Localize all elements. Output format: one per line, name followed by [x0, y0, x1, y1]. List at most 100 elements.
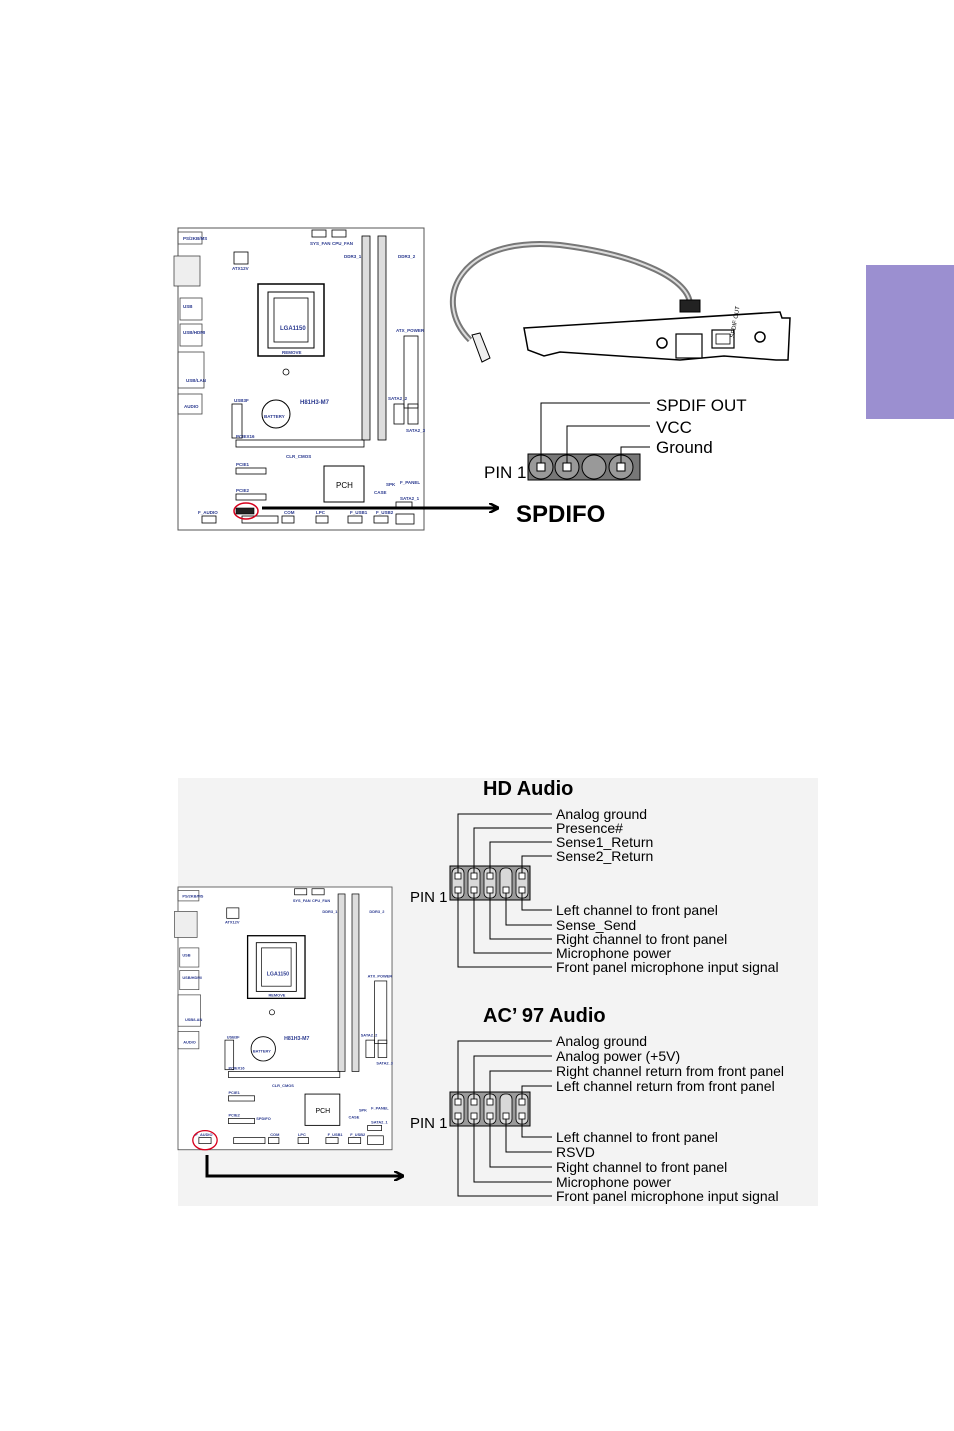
mb-label: ATX_POWER — [368, 973, 393, 978]
hd-label: Front panel microphone input signal — [556, 959, 779, 975]
pin-label-vcc: VCC — [656, 418, 692, 437]
mb-label: SPK — [386, 482, 396, 487]
spdifo-highlight — [233, 502, 259, 520]
mb-label: DDR3_2 — [369, 909, 385, 914]
ac97-label: Left channel return from front panel — [556, 1078, 775, 1094]
f-audio-arrow — [205, 1155, 402, 1176]
mb-label: F_USB2 — [350, 1132, 366, 1137]
hd-audio-title: HD Audio — [483, 778, 573, 800]
mb-label: SYS_FAN — [293, 898, 311, 903]
mb-label: PS/2KB/MS — [183, 236, 207, 241]
mb-label: USB — [182, 953, 190, 958]
mb-label: REMOVE — [282, 350, 302, 355]
mb-label: BATTERY — [253, 1048, 271, 1053]
mb-label: PS/2KB/MS — [182, 893, 203, 898]
ac97-label: Right channel to front panel — [556, 1159, 727, 1175]
ac97-pin1-label: PIN 1 — [410, 1115, 448, 1132]
bracket-text: SPDIF OUT — [730, 305, 742, 338]
mb-label: PCH — [315, 1108, 330, 1115]
mb-label: DDR3_2 — [398, 254, 416, 259]
hd-label: Right channel to front panel — [556, 931, 727, 947]
mb-label: F_PANEL — [400, 480, 420, 485]
mb-label: COM — [284, 510, 295, 515]
spdif-bracket-illustration: SPDIF OUT — [450, 240, 791, 363]
mb-label: F_USB2 — [376, 510, 394, 515]
ac97-audio-title: AC’ 97 Audio — [483, 1005, 606, 1027]
mb-label: PCIE1 — [236, 462, 250, 467]
mb-label: SYS_FAN — [310, 241, 331, 246]
mb-label: AUDIO — [183, 1040, 196, 1045]
hd-label: Microphone power — [556, 945, 672, 961]
mb-label: CASE — [374, 490, 387, 495]
mb-label: REMOVE — [268, 993, 285, 998]
ac97-label: Analog ground — [556, 1033, 647, 1049]
mb-label: LGA1150 — [280, 326, 306, 332]
mb-label: USB — [183, 304, 193, 309]
hd-label: Sense_Send — [556, 917, 636, 933]
mb-label: F_AUDIO — [198, 510, 218, 515]
hd-label: Sense1_Return — [556, 834, 653, 850]
mb-label: SATA2_3 — [406, 428, 426, 433]
side-tab — [866, 265, 954, 419]
hd-label: Sense2_Return — [556, 848, 653, 864]
ac97-label: Microphone power — [556, 1174, 672, 1190]
mb-label: F_USB1 — [350, 510, 368, 515]
mb-label: USB/HDMI — [183, 330, 205, 335]
ac97-audio-pin-header — [449, 1040, 552, 1197]
mb-label: LPC — [316, 510, 326, 515]
mb-label: PCIE2 — [228, 1113, 240, 1118]
mb-label: PCH — [336, 481, 353, 490]
pin-label-spdif-out: SPDIF OUT — [656, 396, 747, 415]
mb-label: H81H3-M7 — [284, 1036, 309, 1042]
mb-label: CPU_FAN — [312, 898, 330, 903]
mb-label: SPK — [359, 1107, 367, 1112]
hd-audio-pin-header — [449, 813, 552, 968]
ac97-label: Analog power (+5V) — [556, 1048, 680, 1064]
mb-label: BATTERY — [264, 414, 285, 419]
mb-label: DDR3_1 — [344, 254, 362, 259]
spdifo-title: SPDIFO — [516, 501, 605, 528]
mb-label: ATX12V — [225, 920, 240, 925]
mb-label: CASE — [349, 1114, 360, 1119]
mb-label: SATA2_1 — [400, 496, 420, 501]
mb-label: SATA2_2 — [388, 396, 408, 401]
mb-label: SATA2_1 — [371, 1120, 388, 1125]
mb-label: ATX12V — [232, 266, 249, 271]
mb-label: SATA2_3 — [376, 1060, 393, 1065]
mb-label: H81H3-M7 — [300, 400, 330, 406]
mb-label: PCIEX16 — [228, 1066, 245, 1071]
mb-label: CLR_CMOS — [286, 454, 311, 459]
ac97-label: Right channel return from front panel — [556, 1063, 784, 1079]
pin-label-ground: Ground — [656, 438, 713, 457]
mb-label: AUDIO — [184, 404, 199, 409]
f-audio-highlight — [192, 1129, 218, 1151]
mb-label: CLR_CMOS — [272, 1083, 294, 1088]
mb-label: COM — [270, 1132, 279, 1137]
mb-label: PCIEX16 — [236, 434, 255, 439]
hd-label: Analog ground — [556, 806, 647, 822]
mb-label: F_USB1 — [328, 1132, 344, 1137]
mb-label: USB/LAN — [186, 378, 206, 383]
ac97-label: Left channel to front panel — [556, 1129, 718, 1145]
motherboard-top: PS/2KB/MS ATX12V SYS_FAN CPU_FAN DDR3_1 … — [173, 227, 426, 531]
pin1-label: PIN 1 — [484, 463, 527, 482]
ac97-label: Front panel microphone input signal — [556, 1188, 779, 1204]
mb-label: SATA2_2 — [361, 1033, 378, 1038]
mb-label: F_AUDIO — [195, 1132, 212, 1137]
hd-label: Left channel to front panel — [556, 902, 718, 918]
mb-label: CPU_FAN — [332, 241, 353, 246]
mb-label: USB3F — [227, 1034, 240, 1039]
mb-label: ATX_POWER — [396, 328, 425, 333]
motherboard-bottom: PS/2KB/MS ATX12V SYS_FAN CPU_FAN DDR3_1 … — [173, 886, 394, 1151]
ac97-label: RSVD — [556, 1144, 595, 1160]
mb-label: PCIE1 — [228, 1090, 240, 1095]
mb-label: USB/HDMI — [182, 975, 201, 980]
spdif-pin-header — [527, 402, 650, 481]
mb-label: SPDIFO — [256, 1116, 271, 1121]
mb-label: USB3F — [234, 398, 249, 403]
mb-label: LGA1150 — [267, 972, 289, 978]
mb-label: DDR3_1 — [322, 909, 338, 914]
mb-label: PCIE2 — [236, 488, 250, 493]
hd-pin1-label: PIN 1 — [410, 889, 448, 906]
